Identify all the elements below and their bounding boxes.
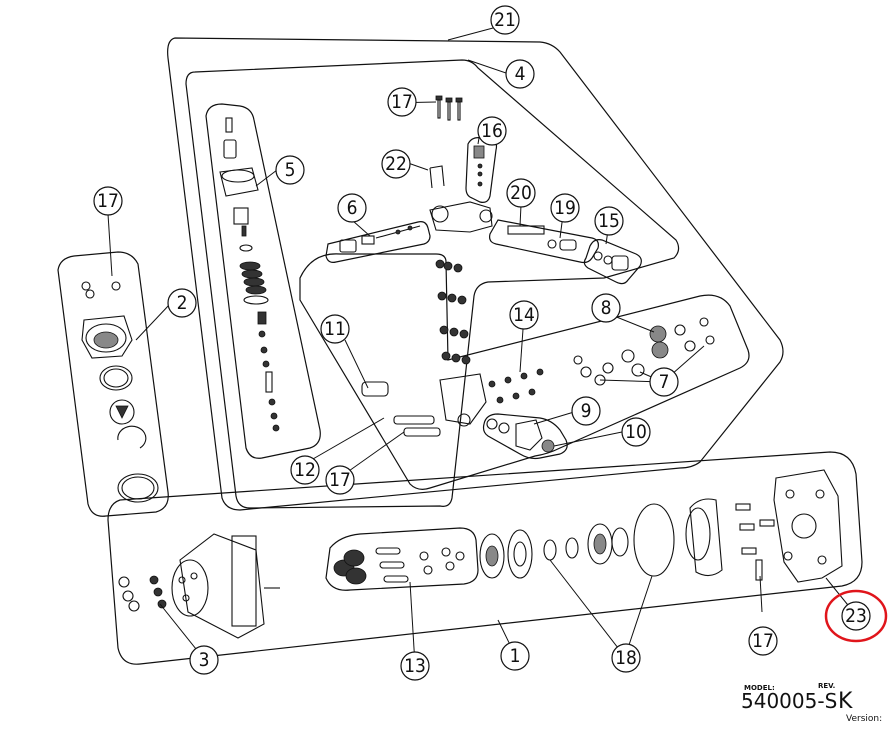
group-13-outline [325, 527, 479, 591]
svg-text:2: 2 [177, 292, 188, 314]
svg-text:20: 20 [510, 182, 532, 204]
item-9-10-parts [486, 418, 555, 453]
callout-20: 20 [506, 178, 536, 208]
svg-text:17: 17 [97, 190, 119, 212]
svg-text:23: 23 [845, 605, 867, 627]
version-label: Version: [846, 714, 882, 724]
svg-text:1: 1 [510, 645, 521, 667]
svg-text:17: 17 [752, 630, 774, 652]
item-17-screws-top [435, 95, 463, 121]
group-5-outline [205, 103, 321, 459]
group-11-outline [299, 253, 750, 490]
svg-text:3: 3 [199, 649, 210, 671]
callout-18: 18 [611, 643, 641, 673]
callout-4: 4 [505, 59, 535, 89]
callout-12: 12 [290, 455, 320, 485]
svg-text:12: 12 [294, 459, 316, 481]
svg-text:15: 15 [598, 210, 620, 232]
callout-13: 13 [400, 651, 430, 681]
group-4-outline [185, 59, 680, 509]
callout-14: 14 [509, 300, 539, 330]
item-14-valves [435, 259, 544, 404]
item-16-parts [473, 145, 485, 187]
callout-5: 5 [275, 155, 305, 185]
callout-2: 2 [167, 288, 197, 318]
item-13-springs [333, 547, 465, 585]
item-19-20-parts [507, 225, 577, 251]
svg-text:13: 13 [404, 655, 426, 677]
callout-19: 19 [550, 193, 580, 223]
group-16-outline [465, 137, 498, 203]
callout-10: 10 [621, 417, 651, 447]
svg-text:8: 8 [601, 297, 612, 319]
callout-17-left: 17 [93, 186, 123, 216]
svg-text:5: 5 [285, 159, 296, 181]
item-3-gearbox [171, 533, 280, 639]
highlight-ring-23 [824, 589, 888, 643]
item-5-parts [219, 117, 280, 432]
callout-21: 21 [490, 5, 520, 35]
group-1-outline [107, 451, 863, 665]
model-label: MODEL: [744, 684, 775, 692]
item-22-clip [429, 165, 445, 189]
svg-text:10: 10 [625, 421, 647, 443]
callout-17-mid: 17 [325, 465, 355, 495]
callout-3: 3 [189, 645, 219, 675]
item-15-parts [593, 251, 629, 271]
rev-value: K [838, 689, 853, 714]
svg-text:6: 6 [347, 197, 358, 219]
callout-7: 7 [649, 367, 679, 397]
svg-text:9: 9 [581, 400, 592, 422]
callout-16: 16 [477, 116, 507, 146]
item-18-bearings [479, 503, 675, 579]
group-9-outline [482, 413, 568, 460]
svg-text:18: 18 [615, 647, 637, 669]
item-11-12-manifold [361, 373, 487, 437]
svg-text:17: 17 [391, 91, 413, 113]
group-15-outline [583, 239, 642, 285]
item-3-washers [118, 575, 167, 612]
callout-23: 23 [841, 601, 871, 631]
manifold-center [429, 201, 493, 233]
callout-17-right: 17 [748, 626, 778, 656]
item-6-parts [339, 225, 421, 253]
group-2-outline [57, 251, 169, 517]
callout-15: 15 [594, 206, 624, 236]
item-2-parts [81, 281, 159, 503]
svg-text:17: 17 [329, 469, 351, 491]
rev-label: REV. [818, 682, 835, 690]
callout-22: 22 [381, 149, 411, 179]
svg-text:14: 14 [513, 304, 535, 326]
svg-text:16: 16 [481, 120, 503, 142]
callout-1: 1 [500, 641, 530, 671]
group-21-outline [167, 37, 784, 511]
svg-text:4: 4 [515, 63, 526, 85]
svg-text:21: 21 [494, 9, 516, 31]
callout-17-top: 17 [387, 87, 417, 117]
svg-text:19: 19 [554, 197, 576, 219]
model-value: 540005-S [741, 689, 837, 713]
svg-text:11: 11 [324, 318, 346, 340]
item-7-8-seals [573, 317, 715, 386]
callout-8: 8 [591, 293, 621, 323]
callout-6: 6 [337, 193, 367, 223]
item-23-pump-head [685, 469, 843, 583]
svg-text:22: 22 [385, 153, 407, 175]
group-6-outline [325, 221, 431, 263]
callout-9: 9 [571, 396, 601, 426]
svg-text:7: 7 [659, 371, 670, 393]
group-19-20-outline [489, 219, 599, 264]
callout-11: 11 [320, 314, 350, 344]
